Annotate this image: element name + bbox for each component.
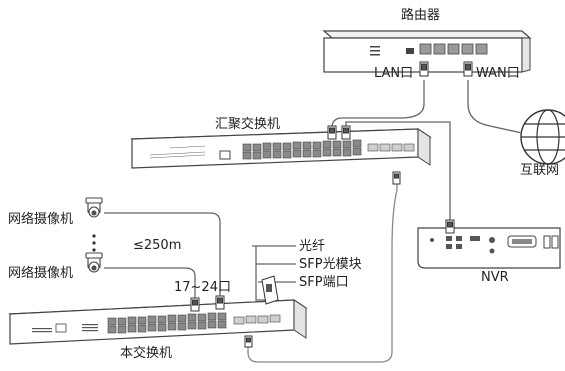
ports-range-label: 17~24口 (174, 280, 231, 295)
access-port-connector-1 (190, 297, 200, 312)
camera-1-icon (85, 197, 103, 218)
fiber-cable (247, 178, 398, 363)
aggregation-uplink-connector-2 (341, 125, 351, 140)
lan-cable (331, 80, 425, 129)
camera-2-label: 网络摄像机 (8, 266, 74, 281)
camera-1-label: 网络摄像机 (8, 212, 74, 227)
more-cameras-dots (92, 234, 96, 252)
callout-bracket (255, 246, 268, 301)
internet-label: 互联网 (520, 163, 560, 178)
aggregation-switch-label: 汇聚交换机 (215, 117, 281, 132)
aggregation-fiber-connector (392, 171, 401, 185)
nvr-cable (345, 121, 451, 226)
lan-port-label: LAN口 (374, 66, 414, 81)
nvr-connector (445, 219, 455, 234)
wan-port-label: WAN口 (476, 66, 520, 81)
nvr-label: NVR (481, 270, 509, 285)
fiber-label: 光纤 (299, 239, 326, 254)
distance-label: ≤250m (133, 238, 182, 253)
camera-1-cable (104, 212, 221, 298)
aggregation-uplink-connector-1 (327, 125, 337, 140)
router-label: 路由器 (401, 8, 441, 23)
access-port-connector-2 (215, 295, 225, 310)
access-switch-device (8, 299, 308, 345)
lan-connector (419, 61, 429, 77)
nvr-device (417, 227, 561, 269)
camera-2-cable (104, 267, 196, 298)
wan-connector (463, 61, 473, 77)
aggregation-switch-device (130, 128, 432, 169)
access-fiber-connector (244, 335, 253, 348)
camera-2-icon (85, 252, 103, 273)
wan-cable (467, 80, 523, 134)
sfp-module-label: SFP光模块 (299, 257, 362, 272)
access-switch-label: 本交换机 (120, 346, 173, 361)
sfp-port-label: SFP端口 (299, 275, 349, 290)
sfp-module-icon (261, 275, 279, 305)
globe-icon (520, 109, 565, 165)
